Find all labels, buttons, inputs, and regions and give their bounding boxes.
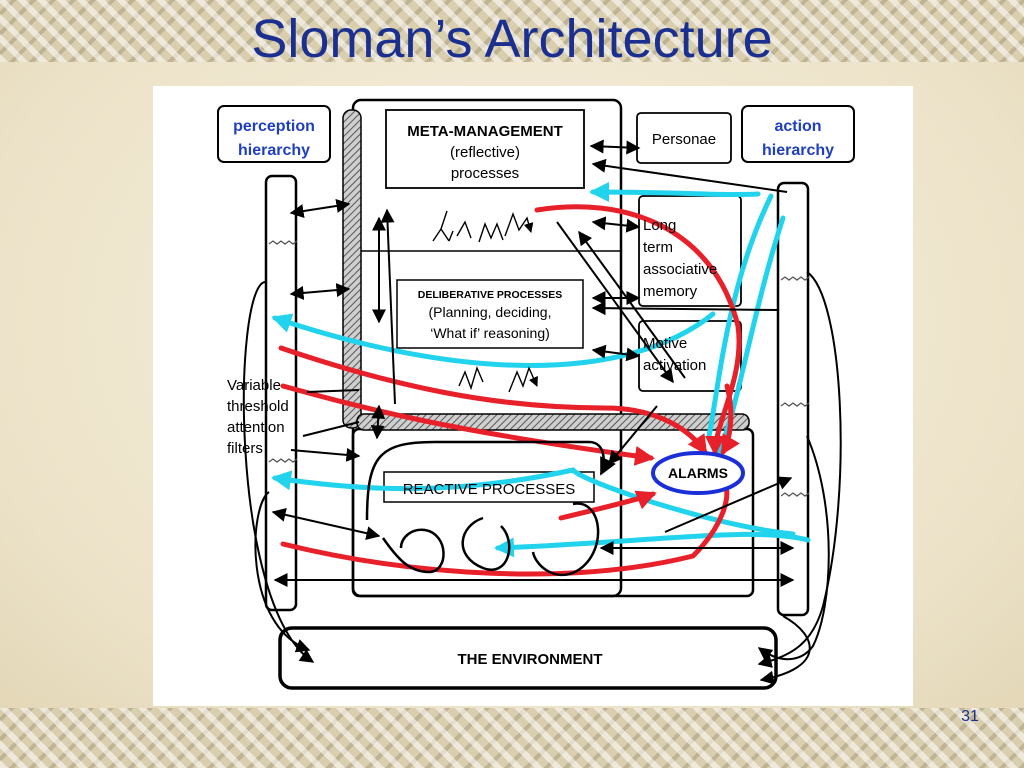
slide-title: Sloman’s Architecture <box>251 9 773 69</box>
perception-label-line1: perception <box>233 118 315 135</box>
deliberative-box <box>396 279 584 349</box>
alarms-ellipse <box>651 451 745 495</box>
personae-label: Personae <box>652 131 716 148</box>
environment-label: THE ENVIRONMENT <box>457 651 602 668</box>
meta-label-line1: META-MANAGEMENT <box>407 123 563 140</box>
page-number: 31 <box>961 708 979 725</box>
top-decorative-border <box>0 0 1024 62</box>
perception-column <box>264 174 298 612</box>
horizontal-hatched-bar <box>356 413 750 431</box>
memory-label-line3: associative <box>643 261 717 278</box>
perception-label-line2: hierarchy <box>238 142 310 159</box>
connection-arrows <box>242 139 842 685</box>
action-label-line2: hierarchy <box>762 142 834 159</box>
reactive-loop-1 <box>381 528 445 574</box>
meta-management-box <box>385 109 585 189</box>
personae-box <box>636 112 732 164</box>
reactive-loop-2 <box>461 516 511 571</box>
memory-label-line2: term <box>643 239 673 256</box>
process-arrow-cluster <box>432 210 537 392</box>
perception-label-box <box>217 105 331 163</box>
action-label-line1: action <box>774 118 821 135</box>
meta-label-line3: processes <box>451 165 519 182</box>
architecture-diagram: perception hierarchy action hierarchy ME… <box>153 86 913 706</box>
motive-label-line1: Motive <box>643 335 687 352</box>
memory-label-line1: Long <box>643 217 676 234</box>
filter-marks <box>268 240 810 497</box>
meta-label-line2: (reflective) <box>450 144 520 161</box>
alarms-label: ALARMS <box>668 465 728 481</box>
action-label-box <box>741 105 855 163</box>
filters-label-line4: filters <box>227 440 263 457</box>
vertical-hatched-bar <box>342 109 362 429</box>
filters-label-line1: Variable <box>227 377 281 394</box>
filters-label-line3: attention <box>227 419 285 436</box>
deliberative-label-line3: ‘What if’ reasoning) <box>430 325 550 341</box>
bottom-decorative-border <box>0 708 1024 768</box>
alarm-pathways <box>278 204 742 577</box>
reactive-loop-outline <box>365 440 616 521</box>
deliberative-label-line2: (Planning, deciding, <box>429 304 552 320</box>
motive-label-line2: activation <box>643 357 706 374</box>
reactive-label: REACTIVE PROCESSES <box>403 481 576 498</box>
diagram-svg: perception hierarchy action hierarchy ME… <box>217 98 855 690</box>
reactive-loop-3 <box>531 502 600 577</box>
filters-label-line2: threshold <box>227 398 289 415</box>
memory-label-line4: memory <box>643 283 698 300</box>
deliberative-label-line1: DELIBERATIVE PROCESSES <box>418 289 563 301</box>
action-column <box>776 181 810 617</box>
